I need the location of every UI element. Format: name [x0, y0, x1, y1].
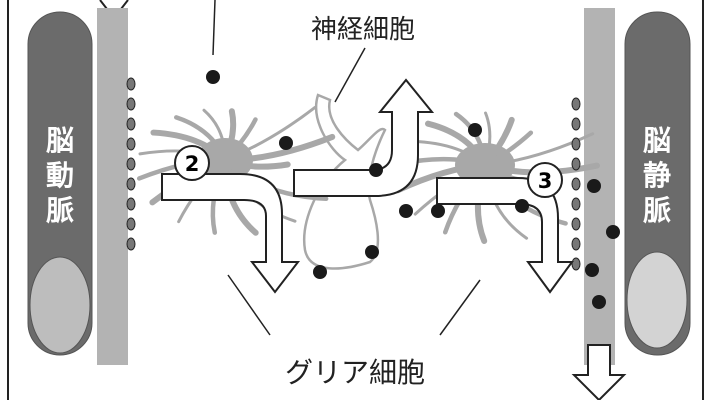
- glia-branch: [482, 130, 534, 168]
- artery-label-char: 脈: [46, 194, 74, 227]
- waste-particle: [279, 136, 293, 150]
- pore: [571, 197, 581, 211]
- step-2-marker: 2: [174, 145, 210, 181]
- pore: [126, 137, 136, 151]
- pore: [571, 257, 581, 271]
- glia-branch: [474, 162, 488, 244]
- waste-particle: [313, 265, 327, 279]
- pore: [126, 77, 136, 91]
- artery-wall: [97, 8, 128, 365]
- neuron-label: 神経細胞: [311, 15, 415, 45]
- glia-branch: [222, 117, 258, 163]
- glia-branch: [223, 105, 317, 162]
- glia-branch: [174, 115, 228, 163]
- pore: [126, 97, 136, 111]
- outflow-arrow-icon: [571, 344, 627, 400]
- pore: [571, 97, 581, 111]
- glia-branch: [483, 132, 595, 167]
- pore: [571, 217, 581, 231]
- waste-particle: [399, 204, 413, 218]
- waste-particle: [431, 204, 445, 218]
- vein-label-char: 脳: [643, 124, 671, 157]
- flow-arrow-2: [161, 173, 301, 294]
- waste-particle: [585, 263, 599, 277]
- neuron-leader: [334, 47, 366, 103]
- pore: [571, 137, 581, 151]
- pore: [126, 237, 136, 251]
- leader-line-top: [212, 0, 216, 56]
- pore: [126, 157, 136, 171]
- vein-label-char: 静: [643, 159, 671, 192]
- step-2-label: 2: [185, 152, 200, 176]
- neuron-outline: [302, 93, 387, 270]
- waste-particles: [206, 70, 620, 309]
- vein-label-char: 脈: [643, 194, 671, 227]
- glia-branch: [483, 163, 529, 240]
- waste-particle: [587, 179, 601, 193]
- flow-arrow-up: [293, 78, 435, 197]
- glia-label: グリア細胞: [285, 356, 425, 389]
- waste-particle: [468, 123, 482, 137]
- pore: [571, 157, 581, 171]
- wall-pores-left: [126, 77, 136, 251]
- pore: [571, 177, 581, 191]
- glia-leader-right: [439, 279, 481, 336]
- artery: [27, 11, 93, 356]
- waste-particle: [365, 245, 379, 259]
- waste-particle: [606, 225, 620, 239]
- glia-branch: [150, 129, 228, 163]
- vein-label: 脳 静 脈: [643, 124, 671, 227]
- pore: [571, 237, 581, 251]
- waste-particle: [369, 163, 383, 177]
- pore: [126, 117, 136, 131]
- artery-label-char: 動: [46, 159, 74, 192]
- step-3-label: 3: [538, 169, 553, 193]
- glia-leader-left: [227, 274, 271, 336]
- waste-particle: [206, 70, 220, 84]
- pore: [126, 177, 136, 191]
- glia-branch: [222, 133, 336, 164]
- step-3-marker: 3: [527, 162, 563, 198]
- glia-branch: [425, 120, 488, 168]
- pore: [126, 217, 136, 231]
- waste-particle: [592, 295, 606, 309]
- waste-particle: [515, 199, 529, 213]
- artery-label: 脳 動 脈: [46, 124, 74, 227]
- artery-label-char: 脳: [46, 124, 74, 157]
- pore: [571, 117, 581, 131]
- pore: [126, 197, 136, 211]
- vein: [624, 11, 691, 356]
- wall-pores-right: [571, 97, 581, 271]
